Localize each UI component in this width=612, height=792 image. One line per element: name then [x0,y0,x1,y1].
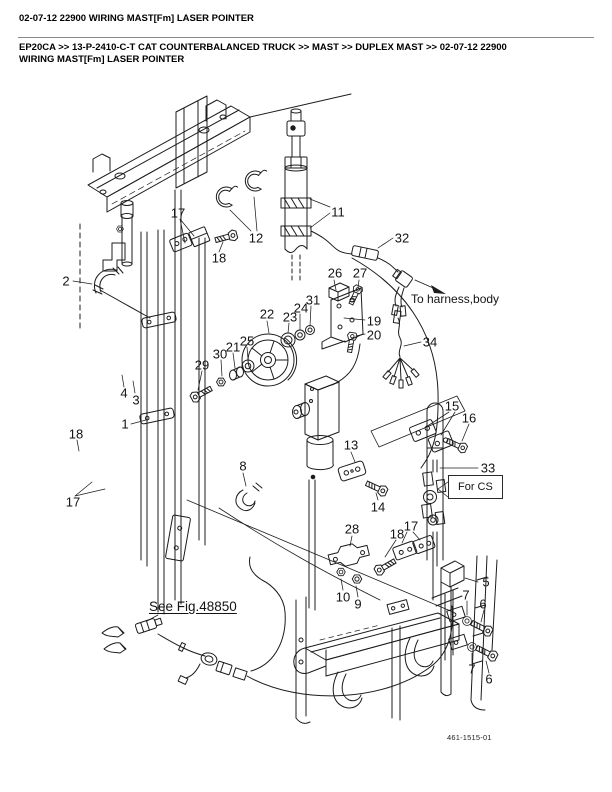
part-callout-2: 2 [62,273,70,289]
part-callout-5: 5 [482,574,490,590]
part-callout-17: 17 [65,494,81,510]
connector-33 [421,459,447,601]
part-callout-1: 1 [121,416,129,432]
part-callout-18: 18 [389,526,405,542]
bracket-19-group [321,282,365,354]
part-callout-11: 11 [331,204,345,220]
plate-13-bolt-14 [337,460,390,499]
mast-top-beam [87,93,352,213]
harness-see-fig [101,556,453,697]
part-callout-19: 19 [366,313,382,329]
part-callout-15: 15 [444,398,460,414]
part-callout-18: 18 [211,250,227,266]
part-callout-22: 22 [259,306,275,322]
clip-part8 [235,482,263,512]
leader-lines [72,196,490,674]
part-callout-6: 6 [485,671,493,687]
part-callout-10: 10 [335,589,351,605]
part-callout-7: 7 [462,587,470,603]
u-bolt-part2 [92,266,151,319]
header-divider [18,37,594,38]
part-callout-4: 4 [120,385,128,401]
wire-harness-34 [382,310,420,389]
part-callout-21: 21 [225,339,241,355]
lift-cylinder [280,108,312,284]
part-callout-26: 26 [327,265,343,281]
part-callout-8: 8 [239,458,247,474]
bracket-28-group [327,543,370,584]
pulley-assembly [188,325,315,405]
part-callout-28: 28 [344,521,360,537]
part-callout-20: 20 [366,327,382,343]
part-callout-6: 6 [479,596,487,612]
bracket-17-18-bottom [372,535,436,578]
mast-rail-right [470,555,498,711]
part-callout-7: 7 [468,661,476,677]
figure-number: 461-1515-01 [447,733,492,742]
part-callout-33: 33 [480,460,496,476]
left-mast-rails [79,189,206,615]
part-callout-29: 29 [194,357,210,373]
for-cs-tag: For CS [448,475,503,499]
part-callout-32: 32 [394,230,410,246]
part-callout-18: 18 [68,426,84,442]
part-callout-16: 16 [461,410,477,426]
see-fig-note: See Fig.48850 [149,599,237,614]
part-callout-25: 25 [239,333,255,349]
part-callout-14: 14 [370,499,386,515]
part-callout-13: 13 [343,437,359,453]
part-callout-17: 17 [403,518,419,534]
laser-wire-32 [310,230,446,317]
part-callout-31: 31 [305,292,321,308]
part-callout-30: 30 [212,346,228,362]
part-callout-23: 23 [282,309,298,325]
bracket-5-group [440,560,500,697]
part-callout-3: 3 [132,392,140,408]
part-callout-12: 12 [248,230,264,246]
to-harness-note: To harness,body [411,292,500,306]
part-callout-17: 17 [170,205,186,221]
breadcrumb: EP20CA >> 13-P-2410-C-T CAT COUNTERBALAN… [19,42,507,65]
part-callout-24: 24 [293,300,309,316]
part-callout-27: 27 [352,265,368,281]
part-callout-9: 9 [354,596,362,612]
bottom-carriage [186,499,463,724]
page-title: 02-07-12 22900 WIRING MAST[Fm] LASER POI… [19,13,254,24]
diagram-line-art [72,93,500,724]
part-callout-34: 34 [422,334,438,350]
